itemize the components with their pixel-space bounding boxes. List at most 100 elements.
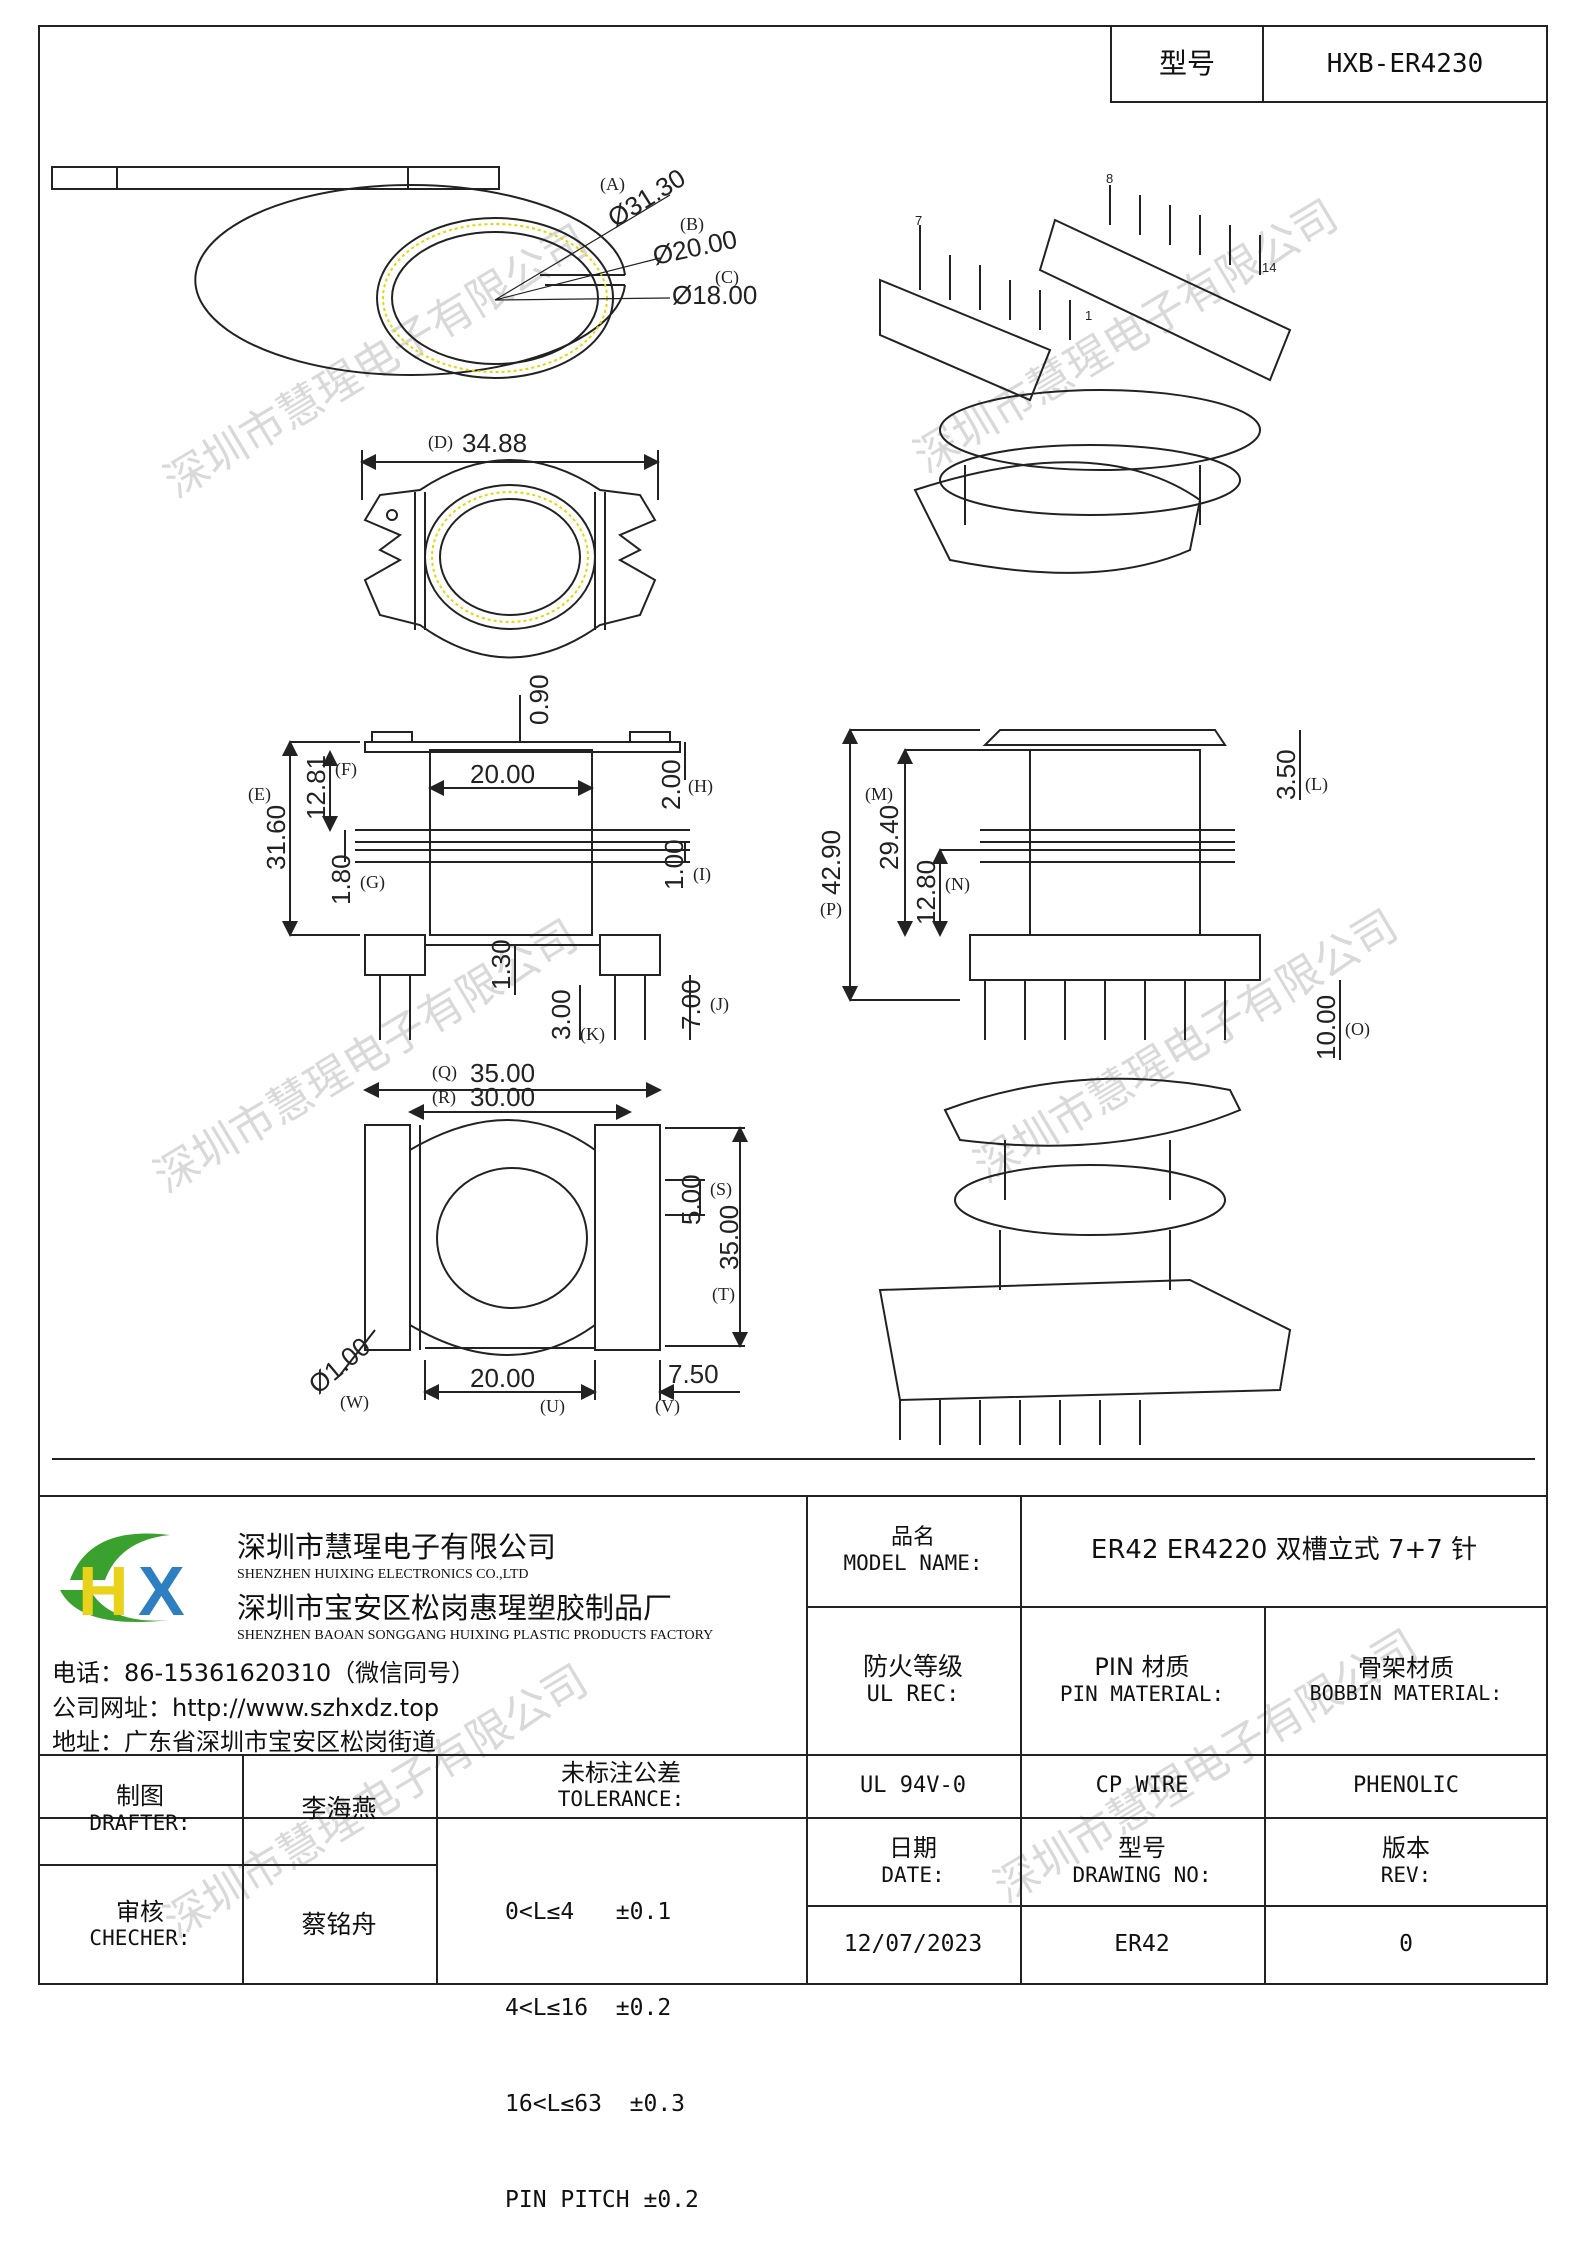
model-name-value: ER42 ER4220 双槽立式 7+7 针	[1020, 1495, 1548, 1606]
drawing-no-label: 型号 DRAWING NO:	[1020, 1817, 1264, 1905]
checker-label-en: CHECHER:	[89, 1926, 191, 1951]
dim-letter-D: (D)	[428, 432, 453, 453]
dim-C: Ø18.00	[672, 280, 757, 310]
pin-side-view	[339, 1082, 748, 1400]
tolerance-line: PIN PITCH ±0.2	[505, 2187, 699, 2213]
grid-line	[806, 1495, 808, 1985]
dim-J: 7.00	[676, 979, 706, 1030]
company-website: 公司网址：http://www.szhxdz.top	[52, 1694, 440, 1722]
dim-letter-H: (H)	[688, 776, 713, 797]
dim-F: 12.81	[301, 755, 331, 820]
checker-name-text: 蔡铭舟	[301, 1909, 377, 1939]
dim-letter-P: (P)	[820, 899, 842, 920]
dim-G: 1.80	[326, 854, 356, 905]
dim-letter-B: (B)	[680, 214, 704, 235]
pin-number-8: 8	[1106, 171, 1113, 186]
grid-line	[806, 1817, 1548, 1819]
dim-R: 30.00	[470, 1082, 535, 1112]
dim-Q: 35.00	[470, 1058, 535, 1088]
fire-rating-label: 防火等级 UL REC:	[806, 1606, 1020, 1754]
grid-line	[806, 1606, 1548, 1608]
tolerance-label: 未标注公差 TOLERANCE:	[436, 1754, 806, 1817]
drawing-no-value-text: ER42	[1114, 1931, 1170, 1958]
bobbin-material-value-text: PHENOLIC	[1353, 1772, 1459, 1798]
dim-letter-G: (G)	[360, 872, 385, 893]
dim-letter-J: (J)	[710, 994, 729, 1015]
drawing-no-label-en: DRAWING NO:	[1072, 1862, 1212, 1887]
dim-letter-V: (V)	[655, 1396, 680, 1417]
date-label-cn: 日期	[889, 1834, 937, 1863]
tolerance-label-en: TOLERANCE:	[557, 1787, 685, 1812]
grid-line	[1264, 1606, 1266, 1836]
grid-line	[1020, 1495, 1022, 1985]
drawing-no-value: ER42	[1020, 1905, 1264, 1985]
rev-label-en: REV:	[1380, 1862, 1432, 1887]
dim-letter-E: (E)	[248, 784, 271, 805]
drafter-name-text: 李海燕	[301, 1794, 377, 1824]
dim-E: 31.60	[261, 805, 291, 870]
dim-letter-Q: (Q)	[432, 1062, 457, 1083]
technical-drawing: (A) Ø31.30 (B) Ø20.00 (C) Ø18.00 (D) 34.…	[51, 162, 1535, 1460]
front-view-left	[282, 695, 691, 1040]
factory-name-en: SHENZHEN BAOAN SONGGANG HUIXING PLASTIC …	[237, 1628, 714, 1643]
checker-name: 蔡铭舟	[242, 1864, 436, 1985]
pin-material-label: PIN 材质 PIN MATERIAL:	[1020, 1606, 1264, 1754]
svg-text:H: H	[78, 1552, 129, 1630]
dim-inner-width: 20.00	[470, 759, 535, 789]
dim-O: 10.00	[1311, 995, 1341, 1060]
bobbin-material-label-en: BOBBIN MATERIAL:	[1309, 1681, 1503, 1706]
company-phone: 电话：86-15361620310（微信同号）	[52, 1659, 476, 1687]
dim-K: 3.00	[546, 989, 576, 1040]
drafter-name: 李海燕	[242, 1754, 436, 1864]
dim-stub: 1.30	[486, 939, 516, 990]
grid-line	[38, 1864, 436, 1866]
pin-number-14: 14	[1262, 260, 1276, 275]
checker-label: 审核 CHECHER:	[38, 1864, 242, 1985]
rev-label-cn: 版本	[1382, 1834, 1430, 1863]
pin-material-label-cn: PIN 材质	[1094, 1653, 1190, 1682]
fire-rating-label-en: UL REC:	[866, 1681, 960, 1707]
company-address: 地址：广东省深圳市宝安区松岗街道	[52, 1728, 436, 1756]
dim-W: Ø1.00	[303, 1331, 377, 1400]
title-block-top-line	[38, 1495, 1548, 1497]
factory-name-cn: 深圳市宝安区松岗惠瑆塑胶制品厂	[237, 1591, 673, 1625]
bobbin-material-label-cn: 骨架材质	[1358, 1654, 1454, 1683]
top-view-core-shape	[51, 166, 671, 379]
pin-number-7: 7	[915, 213, 922, 228]
dim-letter-W: (W)	[340, 1392, 369, 1413]
company-logo: H X	[50, 1520, 220, 1640]
dim-top-gap: 0.90	[524, 674, 554, 725]
date-value-text: 12/07/2023	[843, 1931, 983, 1958]
rev-value-text: 0	[1399, 1931, 1413, 1958]
grid-line	[38, 1817, 436, 1819]
dim-letter-C: (C)	[715, 267, 739, 288]
grid-line	[436, 1754, 438, 1985]
grid-line	[806, 1905, 1548, 1907]
grid-line	[242, 1754, 244, 1985]
isometric-view-bottom	[878, 1077, 1292, 1445]
model-name-label-cn: 品名	[890, 1525, 935, 1551]
drafter-label-cn: 制图	[116, 1782, 164, 1811]
dim-L: 3.50	[1271, 749, 1301, 800]
bobbin-material-label: 骨架材质 BOBBIN MATERIAL:	[1264, 1606, 1548, 1754]
company-name-en: SHENZHEN HUIXING ELECTRONICS CO.,LTD	[237, 1567, 529, 1582]
dim-letter-K: (K)	[580, 1024, 605, 1045]
dim-letter-A: (A)	[600, 174, 625, 195]
tolerance-label-cn: 未标注公差	[561, 1758, 681, 1787]
dim-letter-I: (I)	[693, 864, 711, 885]
date-label-en: DATE:	[881, 1862, 945, 1887]
model-name-label: 品名 MODEL NAME:	[806, 1495, 1020, 1606]
model-name-label-en: MODEL NAME:	[843, 1551, 983, 1576]
drawing-no-label-cn: 型号	[1118, 1834, 1166, 1863]
dim-letter-S: (S)	[710, 1179, 732, 1200]
company-name-cn: 深圳市慧瑆电子有限公司	[237, 1530, 557, 1564]
dim-letter-F: (F)	[335, 759, 357, 780]
tolerance-line: 0<L≤4 ±0.1	[505, 1899, 672, 1925]
grid-line	[1264, 1836, 1266, 1985]
date-value: 12/07/2023	[806, 1905, 1020, 1985]
pin-number-1: 1	[1085, 308, 1092, 323]
grid-line	[38, 1754, 1548, 1756]
pin-material-value-text: CP WIRE	[1095, 1772, 1189, 1798]
date-label: 日期 DATE:	[806, 1817, 1020, 1905]
bottom-view-core-shape	[360, 450, 660, 659]
